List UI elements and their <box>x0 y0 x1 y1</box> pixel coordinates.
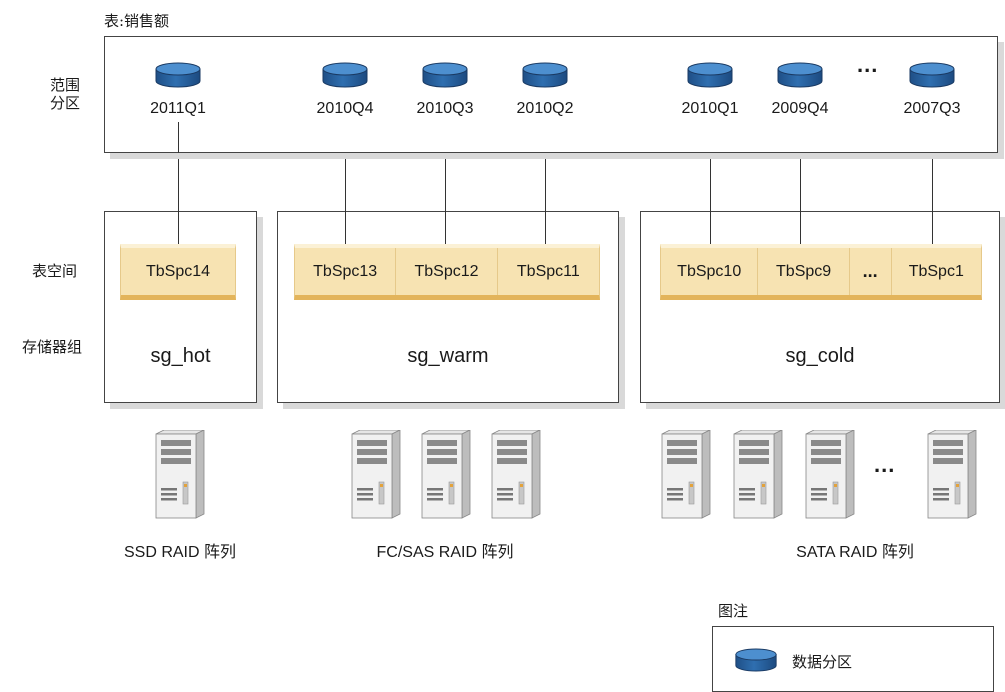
server-icon <box>416 429 472 525</box>
connector-tail-2010Q3 <box>445 211 446 245</box>
tablespace-cell: TbSpc9 <box>758 248 850 295</box>
server-icon <box>728 429 784 525</box>
raid-label-fcsas: FC/SAS RAID 阵列 <box>340 538 550 562</box>
connector-2010Q1 <box>710 122 711 244</box>
raid-label-text: SATA RAID 阵列 <box>796 544 914 561</box>
server-ellipsis: ... <box>874 452 896 477</box>
sales-table-box <box>104 36 998 153</box>
partition-label: 2011Q1 <box>150 100 206 117</box>
table-title: 表:销售额 <box>104 12 170 30</box>
tablespace-cell: TbSpc13 <box>295 248 397 295</box>
connector-tail-2010Q1 <box>710 211 711 245</box>
server-icon <box>150 429 206 525</box>
tablespace-group-hot: TbSpc14 <box>120 244 236 300</box>
partition-disk-icon <box>421 62 469 93</box>
connector-2010Q3 <box>445 122 446 244</box>
partition-disk-icon <box>521 62 569 93</box>
connector-2010Q4 <box>345 122 346 244</box>
tablespace-cell: TbSpc11 <box>516 262 580 280</box>
server-icon <box>922 429 978 525</box>
server-icon <box>800 429 856 525</box>
partition-label: 2010Q1 <box>681 100 739 117</box>
connector-2011Q1 <box>178 152 179 244</box>
connector-tail-2009Q4 <box>800 211 801 245</box>
connector-2010Q2 <box>545 122 546 244</box>
storage-group-box-hot <box>104 211 257 403</box>
storage-group-name-hot: sg_hot <box>150 345 211 367</box>
storage-group-name-cold: sg_cold <box>785 345 855 367</box>
legend-item-label: 数据分区 <box>792 653 853 671</box>
storage-group-box-cold <box>640 211 1000 403</box>
connector-2011Q1-top <box>178 122 179 153</box>
raid-label-ssd: SSD RAID 阵列 <box>90 538 270 562</box>
partition-ellipsis: ... <box>857 52 879 77</box>
storage-group-box-warm <box>277 211 619 403</box>
tablespace-group-warm: TbSpc13 TbSpc12 TbSpc11 <box>294 244 600 300</box>
tablespace-group-cold: TbSpc10 TbSpc9 ... TbSpc1 <box>660 244 982 300</box>
tablespace-cell: TbSpc14 <box>145 262 211 280</box>
connector-2009Q4 <box>800 122 801 244</box>
partition-disk-icon <box>776 62 824 93</box>
partition-label: 2009Q4 <box>771 100 829 117</box>
row-label-tablespace: 表空间 <box>32 262 78 280</box>
storage-group-name-warm: sg_warm <box>407 345 489 367</box>
tablespace-cell: TbSpc10 <box>661 248 759 295</box>
partition-disk-icon <box>908 62 956 93</box>
legend-disk-icon <box>734 648 778 677</box>
server-icon <box>656 429 712 525</box>
raid-label-text: FC/SAS RAID 阵列 <box>376 544 514 561</box>
row-label-storage-group: 存储器组 <box>22 338 83 356</box>
tablespace-cell: TbSpc12 <box>396 248 498 295</box>
connector-2007Q3 <box>932 122 933 244</box>
partition-label: 2010Q3 <box>416 100 474 117</box>
tablespace-cell: TbSpc1 <box>908 262 964 280</box>
connector-tail-2010Q4 <box>345 211 346 245</box>
row-label-range-partition: 范围 分区 <box>50 76 81 112</box>
raid-label-text: SSD RAID 阵列 <box>123 544 237 561</box>
partition-disk-icon <box>154 62 202 93</box>
connector-tail-2007Q3 <box>932 211 933 245</box>
legend-title: 图注 <box>718 602 749 620</box>
server-icon <box>486 429 542 525</box>
partition-label: 2010Q2 <box>516 100 574 117</box>
partition-disk-icon <box>321 62 369 93</box>
partition-label: 2010Q4 <box>316 100 374 117</box>
partition-disk-icon <box>686 62 734 93</box>
connector-tail-2010Q2 <box>545 211 546 245</box>
tablespace-cell-ellipsis: ... <box>850 248 892 295</box>
connector-tail-2011Q1 <box>178 211 179 245</box>
raid-label-sata: SATA RAID 阵列 <box>760 538 950 562</box>
partition-label: 2007Q3 <box>903 100 961 117</box>
server-icon <box>346 429 402 525</box>
